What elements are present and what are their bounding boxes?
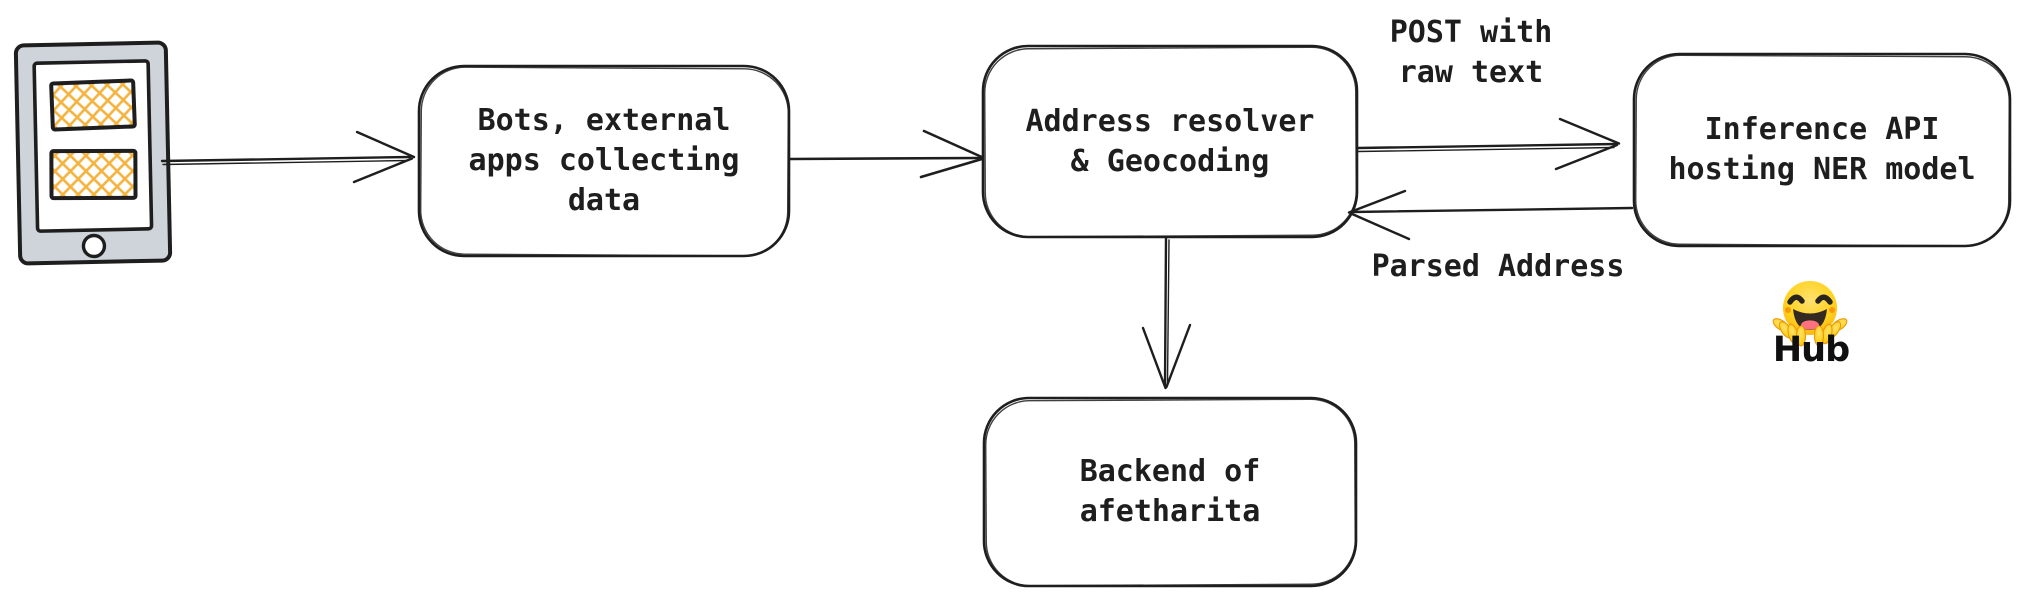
node-inference: Inference API hosting NER model	[1634, 54, 2010, 246]
phone-screen-card-1	[49, 78, 137, 132]
arrow-phone-to-bots	[160, 130, 416, 184]
hub-label: Hub	[1772, 330, 1850, 370]
node-backend-label: Backend of afetharita	[1079, 454, 1261, 529]
emoji-left-eye	[1787, 294, 1805, 305]
emoji-hands	[1772, 318, 1848, 347]
node-box-backend	[982, 396, 1358, 588]
edge-label-post-raw-text: POST with raw text	[1389, 15, 1553, 90]
node-box-inference	[1632, 52, 2012, 248]
node-backend: Backend of afetharita	[984, 398, 1356, 586]
node-box-resolver	[981, 44, 1359, 239]
node-bots: Bots, external apps collecting data	[419, 66, 789, 256]
node-inference-label: Inference API hosting NER model	[1668, 112, 1976, 187]
emoji-tongue	[1801, 320, 1819, 330]
arrow-bots-to-resolver	[788, 129, 986, 179]
phone-screen-card-2	[49, 148, 138, 201]
node-bots-label: Bots, external apps collecting data	[468, 103, 740, 218]
emoji-right-eye	[1815, 294, 1833, 305]
arrow-resolver-to-backend	[1141, 236, 1192, 390]
phone-home-button	[81, 233, 107, 259]
edge-label-parsed-address: Parsed Address	[1371, 249, 1625, 284]
node-box-bots	[417, 64, 791, 258]
arrow-inference-to-resolver	[1347, 189, 1634, 241]
node-resolver: Address resolver & Geocoding	[983, 46, 1357, 237]
arrow-resolver-to-inference	[1356, 117, 1621, 171]
hugging-face-emoji	[1772, 281, 1848, 347]
mobile-phone-icon	[13, 40, 173, 266]
node-resolver-label: Address resolver & Geocoding	[1025, 103, 1315, 179]
